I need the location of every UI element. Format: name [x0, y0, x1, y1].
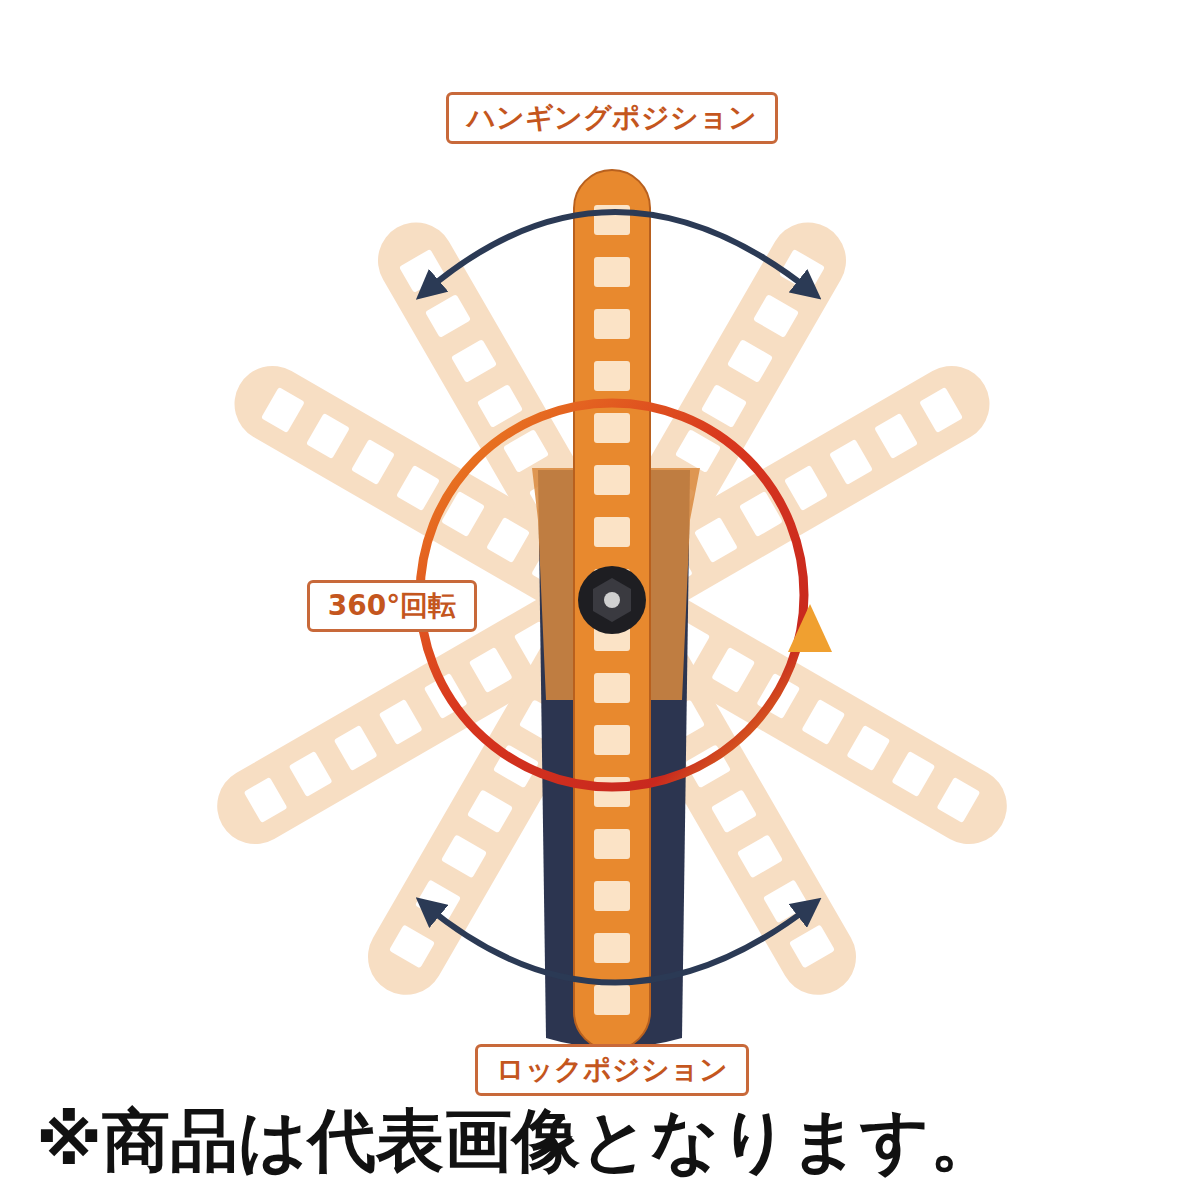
ring-arrowhead — [788, 604, 832, 652]
swing-arc-top — [425, 212, 812, 292]
swing-arc-bottom — [425, 905, 812, 983]
position-label-box: ハンギングポジション — [446, 92, 778, 144]
main-strap — [574, 170, 650, 1050]
position-label: ハンギングポジション — [467, 101, 757, 135]
position-label-box: 360°回転 — [307, 580, 477, 632]
rotation-ring — [420, 403, 804, 787]
caption: ※商品は代表画像となります。 — [36, 1104, 998, 1179]
position-label: ロックポジション — [496, 1053, 728, 1087]
position-label: 360°回転 — [328, 589, 456, 623]
position-label-box: ロックポジション — [475, 1044, 749, 1096]
knob — [578, 566, 646, 634]
